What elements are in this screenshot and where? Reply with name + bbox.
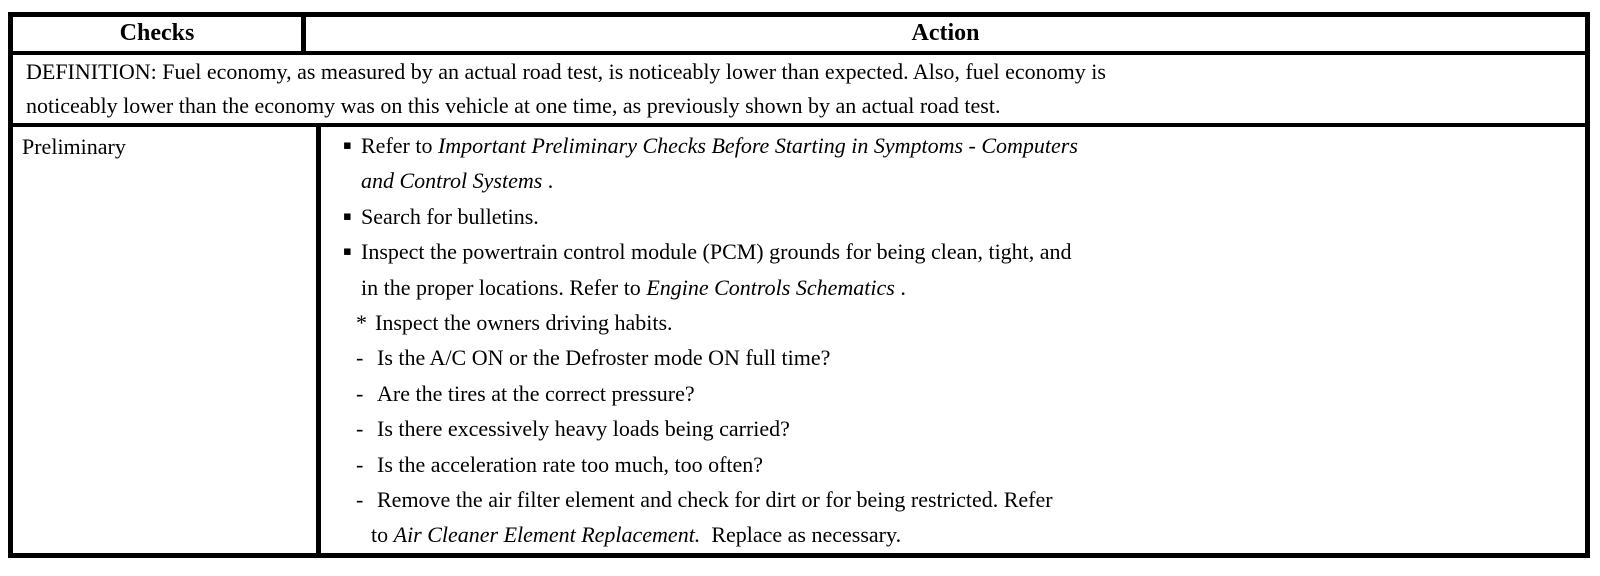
bullet-icon: ▪	[343, 138, 352, 153]
preliminary-row: Preliminary ▪ Refer to Important Prelimi…	[13, 127, 1585, 553]
table-header-row: Checks Action	[13, 17, 1585, 55]
action-line: - Is the acceleration rate too much, too…	[321, 447, 1585, 482]
action-line: ▪ Refer to Important Preliminary Checks …	[321, 128, 1585, 163]
action-text: and Control Systems .	[361, 168, 554, 194]
action-line: and Control Systems .	[321, 163, 1585, 198]
dash-marker: -	[356, 345, 364, 371]
action-text: in the proper locations. Refer to Engine…	[361, 274, 906, 300]
action-cell: ▪ Refer to Important Preliminary Checks …	[321, 127, 1585, 553]
action-text: Is there excessively heavy loads being c…	[377, 416, 790, 442]
action-line: - Remove the air filter element and chec…	[321, 482, 1585, 517]
action-text: Search for bulletins.	[361, 203, 539, 229]
action-text: Inspect the powertrain control module (P…	[361, 239, 1072, 265]
action-line: - Is the A/C ON or the Defroster mode ON…	[321, 340, 1585, 375]
action-text: to Air Cleaner Element Replacement. Repl…	[371, 522, 902, 548]
action-text: Is the acceleration rate too much, too o…	[377, 451, 764, 477]
action-text: Is the A/C ON or the Defroster mode ON f…	[377, 345, 831, 371]
definition-line-2: noticeably lower than the economy was on…	[26, 93, 1001, 118]
action-line: - Is there excessively heavy loads being…	[321, 411, 1585, 446]
dash-marker: -	[356, 451, 364, 477]
action-text: Remove the air filter element and check …	[377, 487, 1053, 513]
bullet-icon: ▪	[343, 244, 352, 260]
definition-row: DEFINITION: Fuel economy, as measured by…	[13, 55, 1585, 127]
action-line: ▪ Search for bulletins.	[321, 199, 1585, 234]
action-line: in the proper locations. Refer to Engine…	[321, 270, 1585, 305]
check-label: Preliminary	[22, 134, 126, 159]
bullet-icon: ▪	[343, 208, 352, 224]
dash-marker: -	[356, 416, 364, 442]
action-text: Inspect the owners driving habits.	[375, 310, 673, 336]
checks-cell: Preliminary	[13, 127, 321, 553]
symptom-diagnosis-table: Checks Action DEFINITION: Fuel economy, …	[8, 12, 1590, 558]
star-marker: *	[356, 310, 367, 336]
column-header-checks: Checks	[13, 17, 306, 51]
dash-marker: -	[356, 487, 364, 513]
dash-marker: -	[356, 380, 364, 406]
action-text: Are the tires at the correct pressure?	[377, 380, 695, 406]
action-line: * Inspect the owners driving habits.	[321, 305, 1585, 340]
action-line: - Are the tires at the correct pressure?	[321, 376, 1585, 411]
action-text: Refer to Important Preliminary Checks Be…	[361, 133, 1078, 158]
definition-line-1: DEFINITION: Fuel economy, as measured by…	[26, 59, 1106, 84]
action-line: ▪ Inspect the powertrain control module …	[321, 234, 1585, 269]
action-line: to Air Cleaner Element Replacement. Repl…	[321, 517, 1585, 552]
column-header-action: Action	[911, 20, 980, 46]
